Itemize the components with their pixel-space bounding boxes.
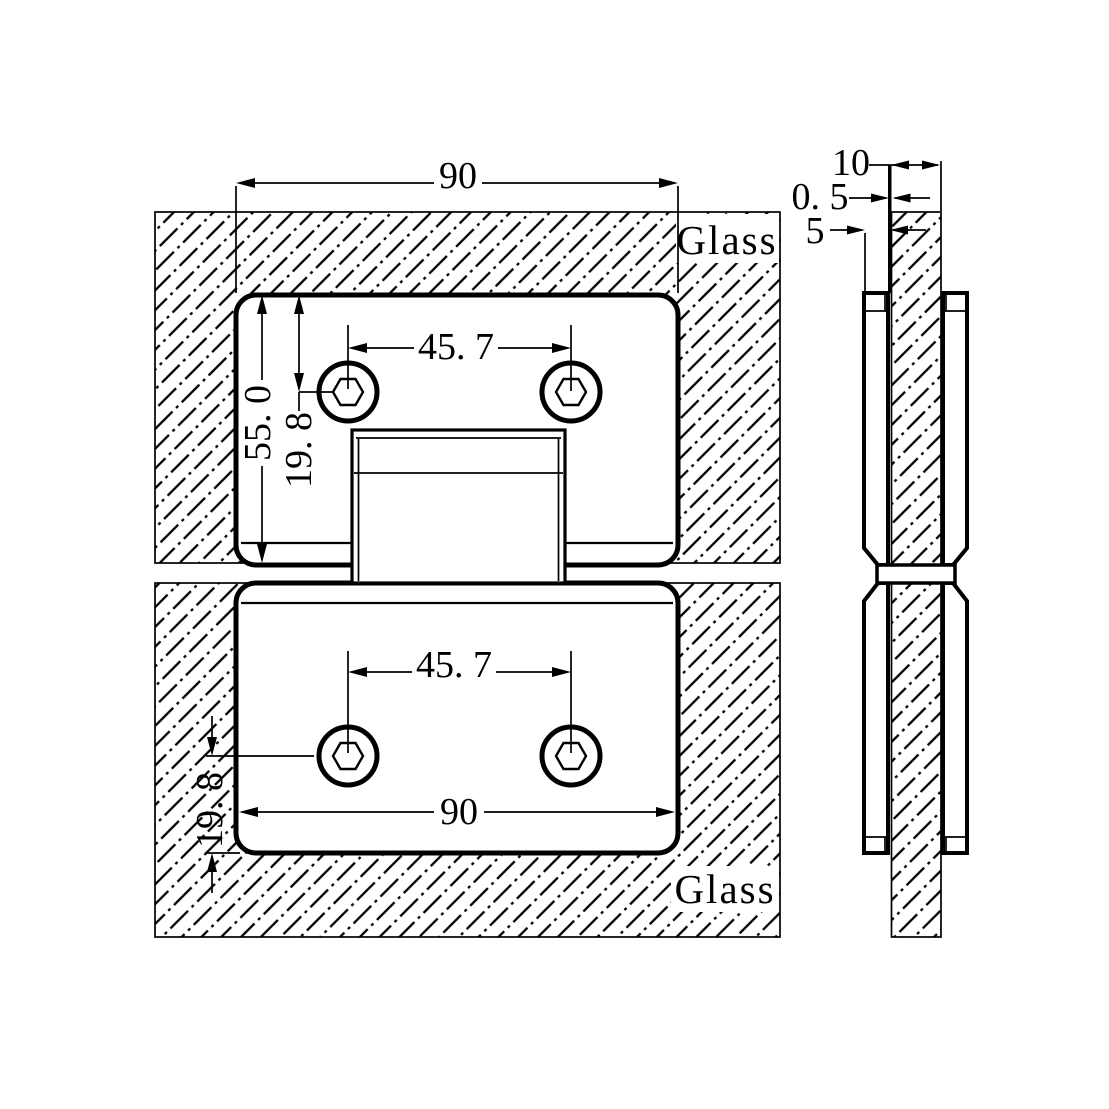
- arrowhead-icon: [348, 667, 367, 677]
- arrowhead-icon: [891, 160, 909, 170]
- dim-0-5: 0. 5: [792, 176, 930, 218]
- glass-label-lower: Glass: [674, 866, 775, 912]
- arrowhead-icon: [871, 193, 889, 203]
- lower-right-plate-section: [941, 581, 969, 855]
- side-view: 10 0. 5 5: [792, 142, 969, 938]
- front-view: 90 45. 7 55. 0 19. 8: [154, 155, 781, 938]
- dim-label: 90: [440, 791, 478, 833]
- arrowhead-icon: [257, 544, 267, 563]
- dim-label: 0. 5: [792, 176, 849, 218]
- dim-label: 19. 8: [278, 412, 320, 488]
- dim-45-7-bottom: 45. 7: [347, 644, 572, 753]
- arrowhead-icon: [892, 193, 911, 203]
- dim-label: 19. 8: [189, 772, 231, 848]
- arrowhead-icon: [552, 667, 571, 677]
- dim-label: 90: [439, 155, 477, 197]
- hinge-knuckle: [350, 428, 567, 585]
- arrowhead-icon: [890, 225, 908, 235]
- glass-label-upper: Glass: [676, 217, 777, 263]
- arrowhead-icon: [659, 178, 678, 188]
- dim-90-top: 90: [236, 155, 678, 197]
- upper-glass-label-box: [676, 214, 779, 263]
- arrowhead-icon: [236, 178, 255, 188]
- dim-label: 10: [832, 142, 870, 184]
- arrowhead-icon: [294, 295, 304, 314]
- hex-socket-icon: [554, 741, 588, 771]
- upper-right-plate-section: [941, 291, 969, 567]
- arrowhead-icon: [207, 737, 217, 756]
- dim-45-7-top: 45. 7: [347, 325, 572, 391]
- arrowhead-icon: [348, 343, 367, 353]
- lower-left-plate-section: [862, 581, 890, 855]
- arrowhead-icon: [656, 807, 675, 817]
- dim-90-bottom: 90: [239, 791, 675, 833]
- pivot-band: [875, 563, 957, 585]
- dim-19-8-bottom: 19. 8: [189, 716, 314, 893]
- upper-left-plate-section: [862, 291, 890, 567]
- arrowhead-icon: [294, 373, 304, 392]
- dim-19-8-top: 19. 8: [278, 295, 334, 488]
- lower-glass-label-box: [671, 866, 779, 912]
- screw-holes: [316, 360, 603, 788]
- arrowhead-icon: [257, 295, 267, 314]
- hex-socket-icon: [331, 741, 365, 771]
- dim-label: 5: [806, 210, 825, 252]
- knuckle-body: [350, 428, 567, 585]
- arrowhead-icon: [552, 343, 571, 353]
- dim-55-0: 55. 0: [237, 295, 279, 563]
- dim-5: 5: [806, 210, 926, 291]
- arrowhead-icon: [207, 853, 217, 872]
- dim-10: 10: [832, 142, 942, 211]
- arrowhead-icon: [239, 807, 258, 817]
- gasket-line: [888, 165, 892, 293]
- dim-label: 45. 7: [416, 644, 492, 686]
- dim-label: 45. 7: [418, 326, 494, 368]
- hex-socket-icon: [554, 377, 588, 407]
- arrowhead-icon: [847, 225, 865, 235]
- arrowhead-icon: [922, 160, 940, 170]
- dim-label: 55. 0: [237, 385, 279, 461]
